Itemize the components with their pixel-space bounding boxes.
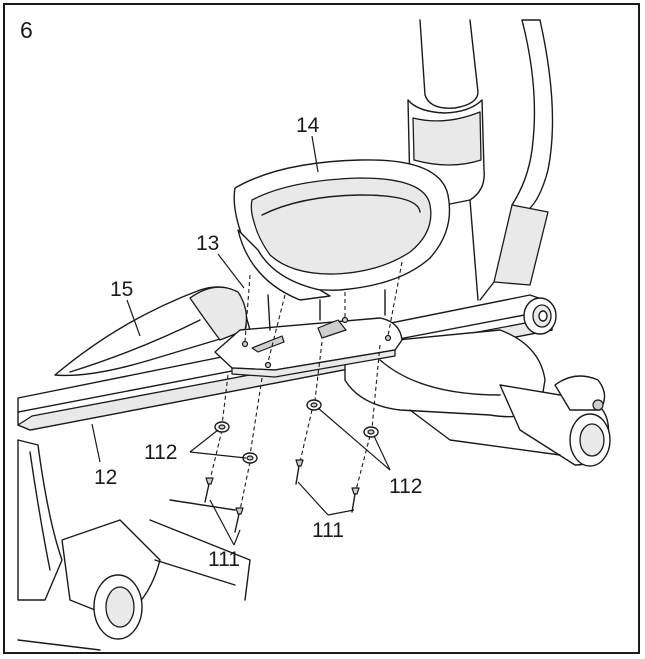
screw: [295, 459, 304, 485]
callout-screws-left: 111: [208, 548, 240, 571]
screw: [351, 487, 360, 513]
callout-washers-left: 112: [144, 441, 177, 464]
screws-111: [204, 459, 360, 533]
screw: [234, 507, 244, 533]
screw: [204, 477, 214, 503]
seat-14: [233, 159, 451, 331]
leader-lines: [91, 135, 391, 546]
moving-handlebar-arm: [479, 19, 554, 301]
callout-seat-bracket: 13: [196, 232, 219, 255]
callout-washers-right: 112: [389, 475, 422, 498]
washers-112: [214, 399, 379, 464]
seat-bracket-13: [214, 316, 403, 378]
callout-seat-cover: 15: [110, 278, 133, 301]
fastener-alignment-lines: [209, 261, 403, 511]
seat-cover-15: [54, 286, 251, 377]
frame-border: [3, 3, 640, 654]
callout-screws-right: 111: [312, 519, 344, 542]
callout-seat: 14: [296, 114, 320, 137]
front-base: [17, 439, 251, 651]
callout-frame-rail: 12: [94, 466, 117, 489]
step-number: 6: [20, 17, 33, 43]
